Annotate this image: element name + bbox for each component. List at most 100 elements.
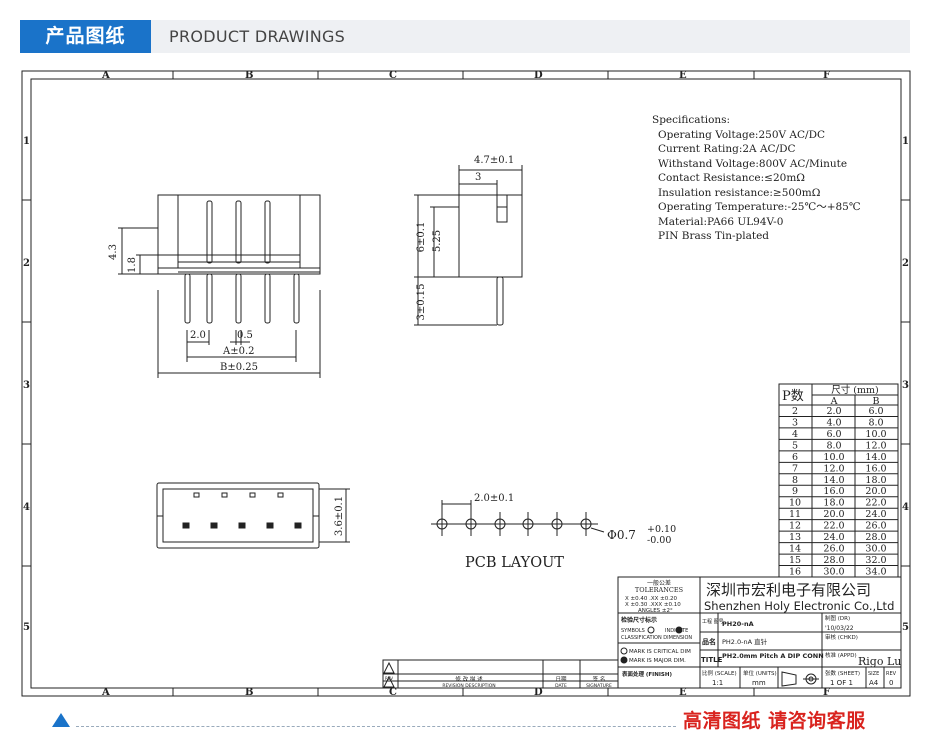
rev-value: 0 xyxy=(889,679,893,687)
side-view xyxy=(414,165,523,326)
table-cell-p: 5 xyxy=(792,440,798,451)
grid-col-top-b: B xyxy=(245,70,253,81)
dim-side-total-height: 6±0.1 xyxy=(416,222,427,253)
drawn-date: '10/03/22 xyxy=(825,625,854,632)
rev-label: REV xyxy=(886,671,897,677)
dim-bottom-height: 3.6±0.1 xyxy=(334,496,345,536)
footer-triangle-icon xyxy=(52,713,70,727)
approved-label: 核准 (APPD) xyxy=(825,651,857,659)
grid-row-right-1: 1 xyxy=(902,136,909,147)
critical-dim-label: MARK IS CRITICAL DIM xyxy=(629,649,691,655)
header-title-en: PRODUCT DRAWINGS xyxy=(169,27,346,46)
table-cell-a: 12.0 xyxy=(823,463,844,474)
dim-b: B±0.25 xyxy=(220,362,258,373)
grid-col-bot-b: B xyxy=(245,687,253,698)
revision-rev-label: REV xyxy=(385,676,393,681)
dim-pin-width: 0.5 xyxy=(237,330,253,341)
grid-col-top-c: C xyxy=(389,70,397,81)
table-cell-b: 34.0 xyxy=(865,567,886,578)
spec-line: Operating Voltage:250V AC/DC xyxy=(658,129,825,141)
revision-date-en: DATE xyxy=(555,683,567,689)
page-header: 产品图纸 PRODUCT DRAWINGS xyxy=(0,0,930,55)
table-cell-a: 30.0 xyxy=(823,567,844,578)
tolerance-line: X ±0.40 .XX ±0.20 xyxy=(625,596,678,602)
grid-col-bot-f: F xyxy=(823,687,830,698)
grid-col-top-f: F xyxy=(823,70,830,81)
scale-value: 1:1 xyxy=(712,679,723,687)
revision-desc-cn: 修 改 描 述 xyxy=(455,675,483,683)
table-cell-a: 18.0 xyxy=(823,498,844,509)
table-cell-p: 15 xyxy=(789,555,801,566)
dim-hole-tol-plus: +0.10 xyxy=(647,524,676,535)
table-cell-b: 24.0 xyxy=(865,509,886,520)
tolerance-title-cn: 一般公差 xyxy=(647,579,671,587)
drawn-label: 制图 (DR) xyxy=(825,614,850,622)
table-cell-a: 16.0 xyxy=(823,486,844,497)
revision-sign-en: SIGNATURE xyxy=(586,683,612,689)
table-cell-b: 20.0 xyxy=(865,486,886,497)
table-cell-b: 30.0 xyxy=(865,544,886,555)
grid-col-top-d: D xyxy=(534,70,543,81)
company-name-cn: 深圳市宏利电子有限公司 xyxy=(706,581,871,599)
table-cell-a: 28.0 xyxy=(823,555,844,566)
revision-desc-en: REVISION DESCRIPTION xyxy=(442,683,495,689)
table-cell-a: 4.0 xyxy=(826,417,841,428)
scale-label: 比例 (SCALE) xyxy=(702,669,737,677)
grid-row-right-4: 4 xyxy=(902,502,909,513)
table-cell-a: 24.0 xyxy=(823,532,844,543)
company-name-en: Shenzhen Holy Electronic Co.,Ltd xyxy=(704,599,894,613)
table-cell-b: 26.0 xyxy=(865,521,886,532)
table-cell-a: 14.0 xyxy=(823,475,844,486)
dim-pitch: 2.0 xyxy=(190,330,206,341)
bottom-view xyxy=(156,482,350,549)
footer-contact-text[interactable]: 高清图纸 请咨询客服 xyxy=(683,710,866,732)
grid-col-bot-c: C xyxy=(389,687,397,698)
spec-line: Material:PA66 UL94V-0 xyxy=(658,216,783,228)
table-cell-b: 16.0 xyxy=(865,463,886,474)
table-cell-p: 3 xyxy=(792,417,798,428)
revision-sign-cn: 签 名 xyxy=(593,675,606,683)
table-cell-b: 14.0 xyxy=(865,452,886,463)
dim-side-total-width: 4.7±0.1 xyxy=(474,155,514,166)
dim-side-pin: 3±0.15 xyxy=(416,283,427,320)
indicate-label: INDICATE xyxy=(665,628,688,634)
symbols-label: SYMBOLS xyxy=(621,628,645,634)
tolerance-line: ANGLES ±2° xyxy=(638,608,673,614)
table-header-b: B xyxy=(873,396,880,407)
spec-line: Current Rating:2A AC/DC xyxy=(658,143,796,155)
name-label: 品名 xyxy=(702,637,716,646)
pcb-layout xyxy=(431,500,605,536)
table-cell-a: 2.0 xyxy=(826,406,841,417)
table-cell-p: 14 xyxy=(789,544,801,555)
grid-row-left-5: 5 xyxy=(23,622,30,633)
revision-date-cn: 日期 xyxy=(555,676,567,683)
grid-row-right-5: 5 xyxy=(902,622,909,633)
grid-col-bot-e: E xyxy=(679,687,687,698)
table-cell-b: 22.0 xyxy=(865,498,886,509)
dim-a: A±0.2 xyxy=(222,346,255,357)
tolerance-title-en: TOLERANCES xyxy=(635,586,683,594)
table-cell-p: 6 xyxy=(792,452,798,463)
footer-divider xyxy=(76,726,676,727)
table-cell-b: 18.0 xyxy=(865,475,886,486)
dim-front-height: 4.3 xyxy=(108,244,119,260)
table-header-size: 尺寸 (mm) xyxy=(831,384,878,396)
table-cell-b: 28.0 xyxy=(865,532,886,543)
tolerance-line: X ±0.30 .XXX ±0.10 xyxy=(625,602,681,608)
spec-line: PIN Brass Tin-plated xyxy=(658,230,769,242)
grid-col-bot-a: A xyxy=(101,687,110,698)
table-cell-p: 12 xyxy=(789,521,801,532)
dim-front-lower-height: 1.8 xyxy=(127,257,138,273)
grid-col-top-e: E xyxy=(679,70,687,81)
front-view xyxy=(118,194,321,378)
specifications: Specifications: Operating Voltage:250V A… xyxy=(652,114,861,242)
sheet-label: 张数 (SHEET) xyxy=(825,669,860,677)
dim-pcb-pitch: 2.0±0.1 xyxy=(474,493,514,504)
grid-ticks xyxy=(22,71,910,696)
table-cell-a: 8.0 xyxy=(826,440,841,451)
approved-value: Rigo Lu xyxy=(858,655,901,668)
finish-label: 表面处理 (FINISH) xyxy=(621,670,672,678)
table-cell-p: 8 xyxy=(792,475,798,486)
